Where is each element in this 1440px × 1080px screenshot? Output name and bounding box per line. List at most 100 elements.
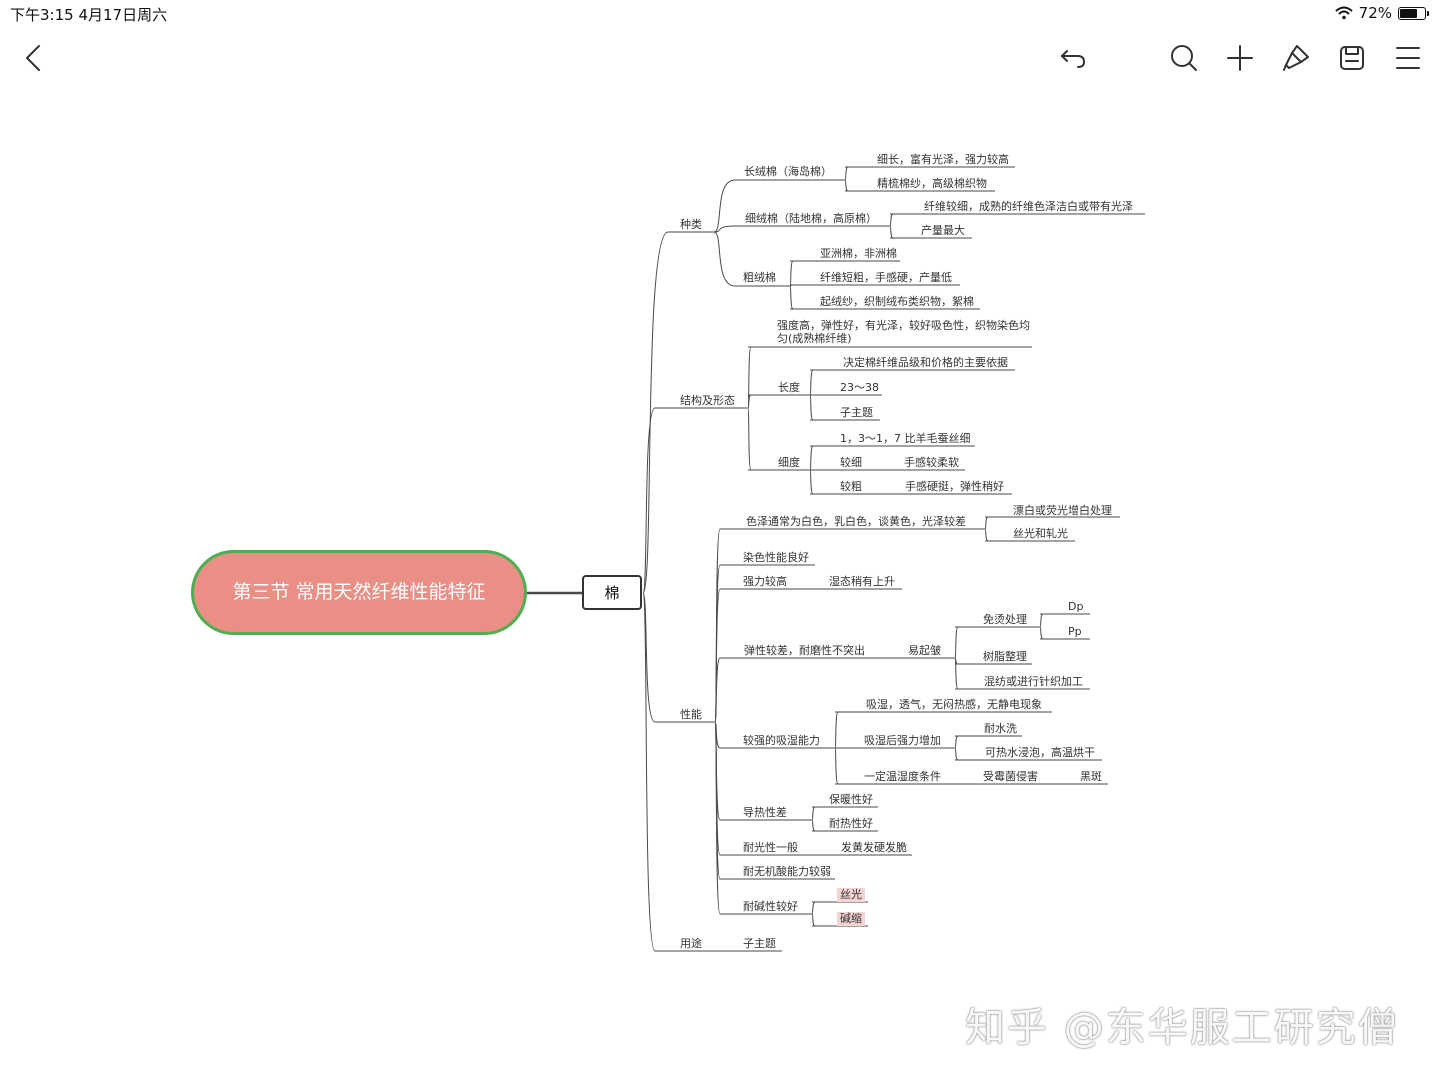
topic-xn-5-2-1[interactable]: 耐水洗 <box>984 722 1017 735</box>
topic-xn-7[interactable]: 耐光性一般 <box>743 841 798 854</box>
style-button[interactable] <box>1278 40 1314 76</box>
list-icon <box>1396 47 1420 69</box>
topic-xn-4-1-1-1[interactable]: Dp <box>1068 600 1084 613</box>
topic-zl-2-1[interactable]: 纤维较细，成熟的纤维色泽洁白或带有光泽 <box>924 200 1133 213</box>
topic-zl-1-2[interactable]: 精梳棉纱，高级棉织物 <box>877 177 987 190</box>
topic-jg-2[interactable]: 长度 <box>778 381 800 394</box>
topic-zl-3[interactable]: 粗绒棉 <box>743 271 776 284</box>
topic-yt-1[interactable]: 子主题 <box>743 937 776 950</box>
topic-xn[interactable]: 性能 <box>680 708 702 721</box>
branch-line <box>809 469 814 495</box>
topic-zl-3-1[interactable]: 亚洲棉，非洲棉 <box>820 247 897 260</box>
root-topic[interactable]: 第三节 常用天然纤维性能特征 <box>191 550 527 635</box>
topic-xn-5[interactable]: 较强的吸湿能力 <box>743 734 820 747</box>
topic-jg-3-3-1[interactable]: 手感硬挺，弹性稍好 <box>905 480 1004 493</box>
outline-button[interactable] <box>1390 40 1426 76</box>
battery-icon <box>1398 6 1429 20</box>
topic-xn-5-3-1-1[interactable]: 黑斑 <box>1080 770 1102 783</box>
topic-xn-9-1[interactable]: 丝光 <box>837 888 865 902</box>
topic-xn-7-1[interactable]: 发黄发硬发脆 <box>841 841 907 854</box>
topic-jg-3-2[interactable]: 较细 <box>840 456 862 469</box>
save-button[interactable] <box>1334 40 1370 76</box>
topic-xn-4-1-1-2[interactable]: Pp <box>1068 625 1082 638</box>
topic-xn-1[interactable]: 色泽通常为白色，乳白色，谈黄色，光泽较差 <box>746 515 966 528</box>
topic-zl-2[interactable]: 细绒棉（陆地棉，高原棉） <box>745 212 877 225</box>
topic-xn-4-1-1[interactable]: 免烫处理 <box>983 613 1027 626</box>
topic-xn-4-1-2[interactable]: 树脂整理 <box>983 650 1027 663</box>
topic-jg-3-1[interactable]: 1，3～1，7 比羊毛蚕丝细 <box>840 432 971 445</box>
topic-xn-3-1[interactable]: 湿态稍有上升 <box>829 575 895 588</box>
branch-line <box>713 179 736 233</box>
topic-xn-1-1[interactable]: 漂白或荧光增白处理 <box>1013 504 1112 517</box>
topic-zl-3-3[interactable]: 起绒纱，织制绒布类织物，絮棉 <box>820 295 974 308</box>
topic-xn-5-2[interactable]: 吸湿后强力增加 <box>864 734 941 747</box>
topic-xn-5-1[interactable]: 吸湿，透气，无闷热感，无静电现象 <box>866 698 1042 711</box>
status-bar: 下午3:15 4月17日周六 72% <box>0 0 1440 26</box>
topic-xn-4-1-3[interactable]: 混纺或进行针织加工 <box>984 675 1083 688</box>
topic-jg-2-3[interactable]: 子主题 <box>840 406 873 419</box>
main-topic-cotton[interactable]: 棉 <box>582 575 642 610</box>
branch-line <box>954 657 959 690</box>
undo-button[interactable] <box>1055 40 1091 76</box>
topic-jg-2-1[interactable]: 决定棉纤维品级和价格的主要依据 <box>843 356 1008 369</box>
branch-line <box>889 225 894 239</box>
add-button[interactable] <box>1222 40 1258 76</box>
topic-xn-5-2-2[interactable]: 可热水浸泡，高温烘干 <box>985 746 1095 759</box>
branch-line <box>789 285 794 310</box>
plus-icon <box>1227 45 1253 71</box>
topic-jg-2-2[interactable]: 23～38 <box>840 381 879 394</box>
topic-jg-3[interactable]: 细度 <box>778 456 800 469</box>
search-button[interactable] <box>1166 40 1202 76</box>
topic-jg-1[interactable]: 强度高，弹性好，有光泽，较好吸色性，织物染色均匀(成熟棉纤维) <box>777 319 1030 345</box>
topic-xn-2[interactable]: 染色性能良好 <box>743 551 809 564</box>
branch-line <box>809 394 814 421</box>
topic-xn-6[interactable]: 导热性差 <box>743 806 787 819</box>
back-button[interactable] <box>16 40 52 76</box>
battery-percent: 72% <box>1358 4 1392 22</box>
branch-line <box>642 231 669 594</box>
topic-xn-5-3-1[interactable]: 受霉菌侵害 <box>983 770 1038 783</box>
topic-zl-1[interactable]: 长绒棉（海岛棉） <box>744 165 832 178</box>
topic-zl[interactable]: 种类 <box>680 218 702 231</box>
topic-xn-4-1[interactable]: 易起皱 <box>908 644 941 657</box>
branch-line <box>642 407 656 594</box>
topic-jg-3-3[interactable]: 较粗 <box>840 480 862 493</box>
topic-xn-9[interactable]: 耐碱性较好 <box>743 900 798 913</box>
topic-xn-6-2[interactable]: 耐热性好 <box>829 817 873 830</box>
branch-line <box>954 747 959 761</box>
topic-xn-8[interactable]: 耐无机酸能力较弱 <box>743 865 831 878</box>
topic-zl-3-2[interactable]: 纤维短粗，手感硬，产量低 <box>820 271 952 284</box>
status-time: 下午3:15 4月17日周六 <box>10 6 168 24</box>
branch-line <box>844 179 849 192</box>
branch-line <box>954 735 959 749</box>
search-icon <box>1171 45 1197 71</box>
topic-xn-5-3[interactable]: 一定温湿度条件 <box>864 770 941 783</box>
undo-icon <box>1061 50 1085 68</box>
topic-jg[interactable]: 结构及形态 <box>680 394 735 407</box>
topic-xn-1-2[interactable]: 丝光和轧光 <box>1013 527 1068 540</box>
branch-line <box>713 225 736 233</box>
brush-icon <box>1283 45 1309 71</box>
topic-yt[interactable]: 用途 <box>680 937 702 950</box>
topic-xn-3[interactable]: 强力较高 <box>743 575 787 588</box>
branch-line <box>834 711 839 749</box>
branch-line <box>984 516 989 530</box>
topic-zl-1-1[interactable]: 细长，富有光泽，强力较高 <box>877 153 1009 166</box>
branch-line <box>809 445 814 471</box>
topic-xn-4[interactable]: 弹性较差，耐磨性不突出 <box>744 644 865 657</box>
wifi-icon <box>1334 6 1353 20</box>
watermark: 知乎 @东华服工研究僧 <box>965 1005 1400 1051</box>
branch-line <box>1039 613 1044 628</box>
branch-line <box>714 721 721 915</box>
branch-line <box>811 819 816 832</box>
branch-line <box>811 901 816 915</box>
root-topic-label: 第三节 常用天然纤维性能特征 <box>232 581 486 603</box>
topic-jg-3-2-1[interactable]: 手感较柔软 <box>904 456 959 469</box>
branch-line <box>954 626 959 659</box>
topic-xn-9-2[interactable]: 碱缩 <box>837 912 865 926</box>
topic-zl-2-2[interactable]: 产量最大 <box>921 224 965 237</box>
topic-xn-6-1[interactable]: 保暖性好 <box>829 793 873 806</box>
branch-line <box>834 747 839 785</box>
branch-line <box>1039 626 1044 640</box>
